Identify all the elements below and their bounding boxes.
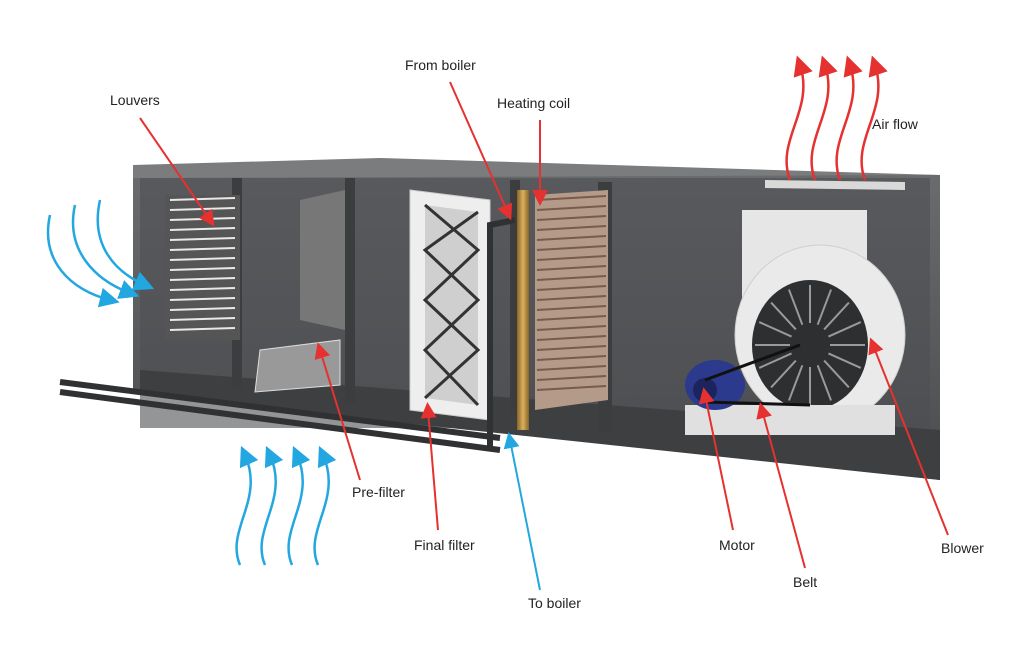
- slat: [169, 307, 236, 311]
- label-from-boiler: From boiler: [405, 57, 476, 73]
- slat: [536, 255, 607, 261]
- slat: [169, 327, 236, 331]
- slat: [828, 321, 862, 338]
- slat: [536, 355, 607, 361]
- label-louvers: Louvers: [110, 92, 160, 108]
- slat: [823, 301, 850, 331]
- blower: [685, 210, 906, 435]
- final-filter: [409, 189, 491, 421]
- label-blower: Blower: [941, 540, 984, 556]
- label-motor: Motor: [719, 537, 755, 553]
- slat: [169, 277, 236, 281]
- slat: [536, 365, 607, 371]
- slat: [169, 317, 236, 321]
- label-belt: Belt: [793, 574, 818, 590]
- slat: [823, 359, 850, 389]
- slat: [169, 297, 236, 301]
- slat: [169, 247, 236, 251]
- slat: [788, 289, 804, 326]
- slat: [169, 197, 236, 201]
- cold-air-intake-arrows: [46, 199, 155, 308]
- slat: [536, 305, 607, 311]
- leader-lines: [139, 81, 949, 591]
- slat: [536, 265, 607, 271]
- slat: [169, 227, 236, 231]
- slat: [536, 295, 607, 301]
- slat: [169, 267, 236, 271]
- cold-air-bottom-arrows: [235, 445, 337, 566]
- slat: [169, 287, 236, 291]
- slat: [770, 359, 797, 389]
- slat: [536, 235, 607, 241]
- label-air-flow: Air flow: [872, 116, 918, 132]
- slat: [758, 321, 792, 338]
- slat: [536, 315, 607, 321]
- louvers: [165, 195, 240, 340]
- slat: [536, 195, 607, 201]
- label-pre-filter: Pre-filter: [352, 484, 405, 500]
- boiler-pipes: [59, 217, 516, 453]
- label-to-boiler: To boiler: [528, 595, 581, 611]
- slat: [536, 375, 607, 381]
- slat: [536, 205, 607, 211]
- heating-coil: [517, 190, 608, 430]
- slat: [816, 364, 832, 401]
- slat: [770, 301, 797, 331]
- slat: [536, 275, 607, 281]
- slat: [536, 325, 607, 331]
- slat: [536, 335, 607, 341]
- slat: [788, 364, 804, 401]
- label-heating-coil: Heating coil: [497, 95, 571, 111]
- air-flow-exhaust-arrows: [785, 55, 888, 181]
- slat: [536, 345, 607, 351]
- label-final-filter: Final filter: [414, 537, 475, 553]
- slat: [169, 237, 236, 241]
- slat: [536, 285, 607, 291]
- slat: [536, 245, 607, 251]
- slat: [169, 257, 236, 261]
- slat: [758, 352, 792, 369]
- slat: [536, 385, 607, 391]
- slat: [536, 215, 607, 221]
- slat: [828, 352, 862, 369]
- slat: [816, 289, 832, 326]
- slat: [536, 225, 607, 231]
